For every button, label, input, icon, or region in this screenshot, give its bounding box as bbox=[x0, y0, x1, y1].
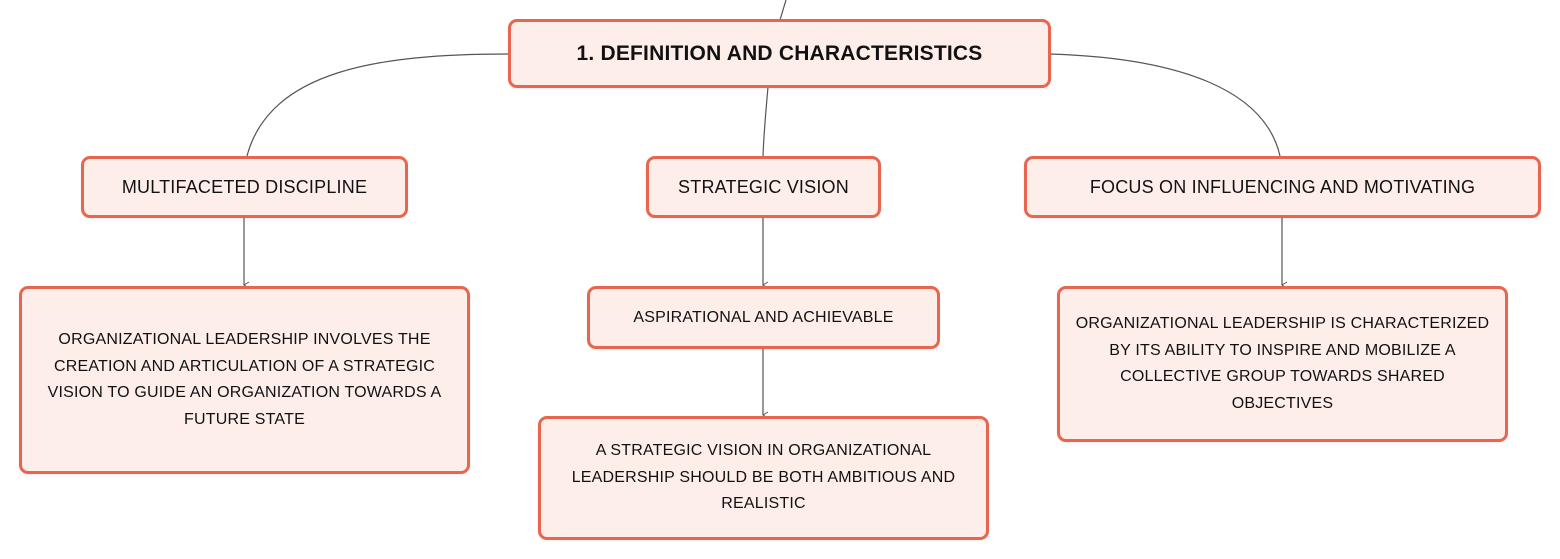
sub-node-label: ASPIRATIONAL AND ACHIEVABLE bbox=[633, 308, 894, 326]
topic-node-label: FOCUS ON INFLUENCING AND MOTIVATING bbox=[1089, 176, 1476, 197]
detail-node-focus-on-influencing[interactable]: ORGANIZATIONAL LEADERSHIP IS CHARACTERIZ… bbox=[1057, 286, 1508, 442]
detail-node-strategic-vision[interactable]: A STRATEGIC VISION IN ORGANIZATIONAL LEA… bbox=[538, 416, 989, 540]
connector-root-to-strategic bbox=[762, 86, 769, 157]
sub-node-aspirational-and-achievable[interactable]: ASPIRATIONAL AND ACHIEVABLE bbox=[587, 286, 940, 349]
connector-root-to-multifaceted bbox=[246, 53, 509, 157]
connector-root-to-focus bbox=[1049, 53, 1281, 157]
topic-node-strategic-vision[interactable]: STRATEGIC VISION bbox=[646, 156, 881, 218]
root-node-label: 1. DEFINITION AND CHARACTERISTICS bbox=[576, 41, 983, 65]
connector-parent-to-root bbox=[779, 0, 787, 21]
detail-node-text: ORGANIZATIONAL LEADERSHIP INVOLVES THE C… bbox=[47, 331, 442, 428]
detail-node-text: ORGANIZATIONAL LEADERSHIP IS CHARACTERIZ… bbox=[1075, 315, 1490, 412]
detail-node-multifaceted-discipline[interactable]: ORGANIZATIONAL LEADERSHIP INVOLVES THE C… bbox=[19, 286, 470, 474]
topic-node-label: STRATEGIC VISION bbox=[678, 176, 849, 197]
topic-node-focus-on-influencing[interactable]: FOCUS ON INFLUENCING AND MOTIVATING bbox=[1024, 156, 1541, 218]
root-node[interactable]: 1. DEFINITION AND CHARACTERISTICS bbox=[508, 19, 1051, 88]
topic-node-label: MULTIFACETED DISCIPLINE bbox=[121, 176, 368, 197]
detail-node-text: A STRATEGIC VISION IN ORGANIZATIONAL LEA… bbox=[571, 442, 956, 513]
topic-node-multifaceted-discipline[interactable]: MULTIFACETED DISCIPLINE bbox=[81, 156, 408, 218]
